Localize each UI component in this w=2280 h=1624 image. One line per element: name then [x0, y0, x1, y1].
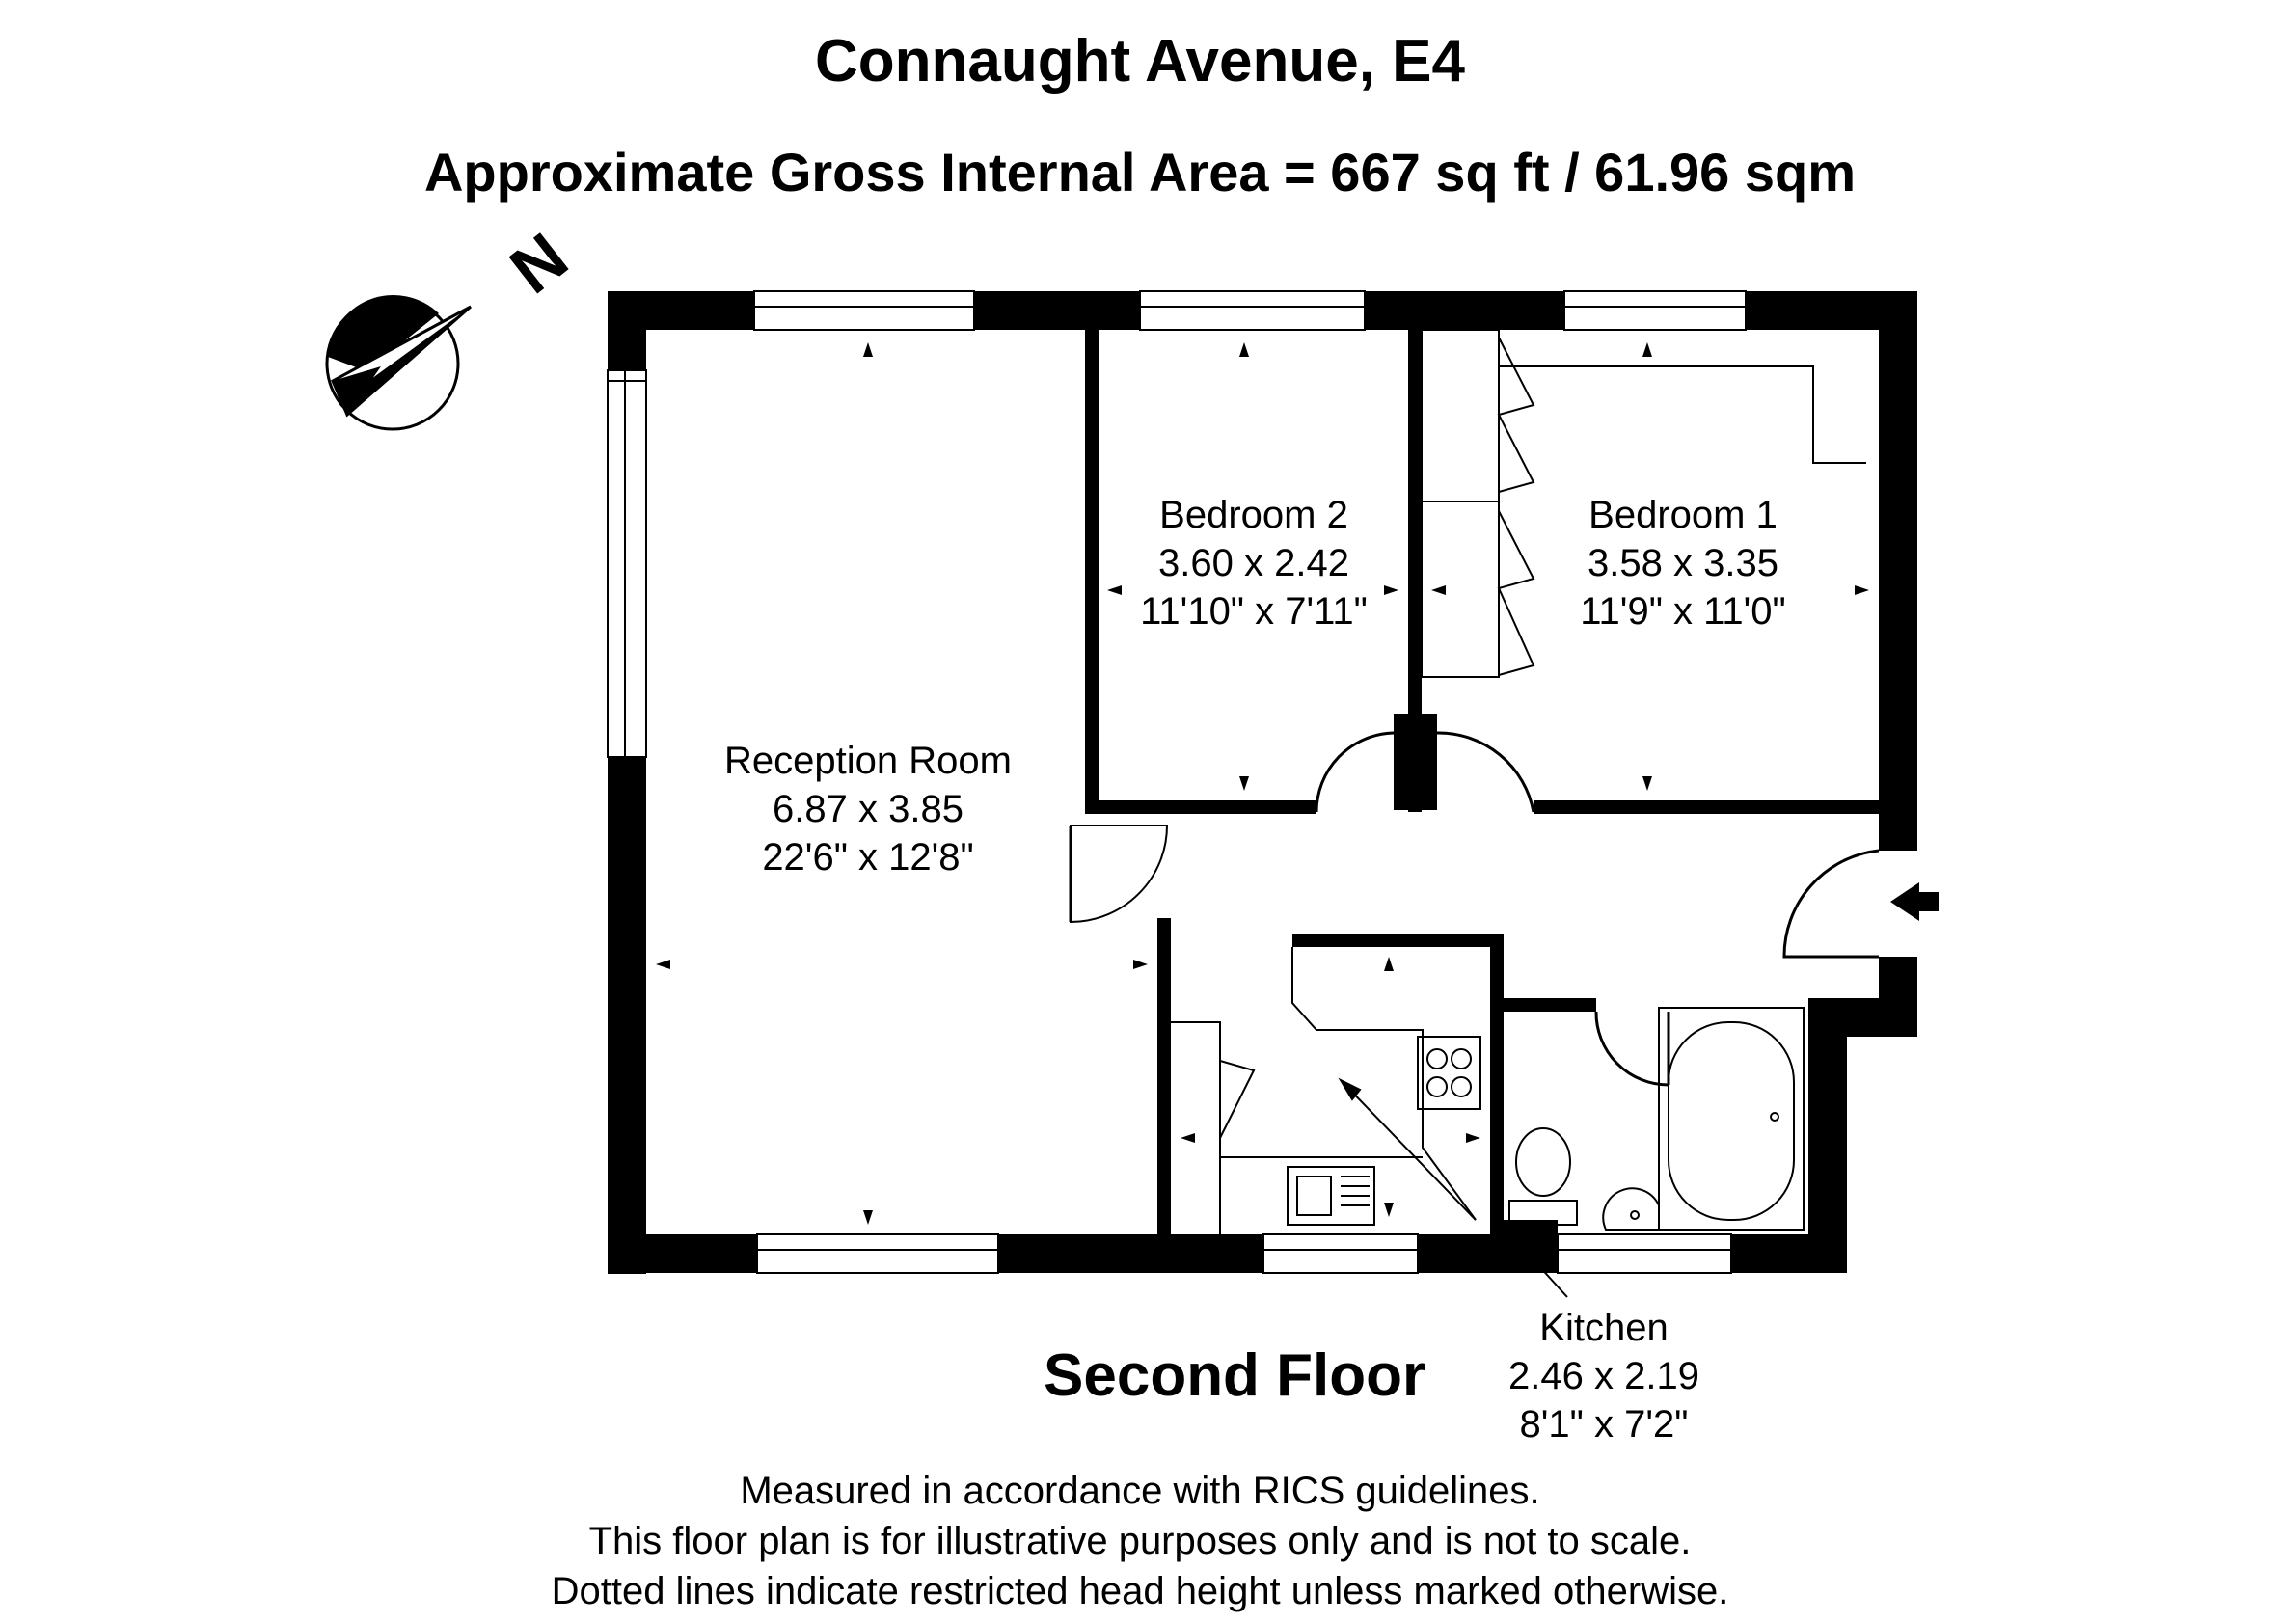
room-label-kitchen: Kitchen 2.46 x 2.19 8'1" x 7'2"	[1508, 1307, 1699, 1446]
windows	[607, 290, 1747, 1274]
bedroom1-name: Bedroom 1	[1588, 494, 1778, 536]
note-line: Dotted lines indicate restricted head he…	[551, 1570, 1729, 1612]
doors	[1069, 731, 1880, 1087]
dimension-markers	[656, 342, 1869, 1225]
floor-label: Second Floor	[1044, 1342, 1425, 1409]
room-label-bedroom1: Bedroom 1 3.58 x 3.35 11'9" x 11'0"	[1580, 494, 1785, 633]
reception-imperial: 22'6" x 12'8"	[762, 836, 973, 879]
bedroom2-name: Bedroom 2	[1159, 494, 1348, 536]
bedroom1-imperial: 11'9" x 11'0"	[1580, 590, 1785, 633]
reception-metric: 6.87 x 3.85	[773, 788, 964, 830]
address-title: Connaught Avenue, E4	[814, 28, 1465, 95]
disclaimer-notes: Measured in accordance with RICS guideli…	[0, 1466, 2280, 1616]
bathroom-fixtures	[1508, 1007, 1805, 1231]
room-label-bedroom2: Bedroom 2 3.60 x 2.42 11'10" x 7'11"	[1140, 494, 1368, 633]
reception-name: Reception Room	[724, 740, 1012, 782]
bedroom2-metric: 3.60 x 2.42	[1158, 542, 1349, 584]
area-subtitle: Approximate Gross Internal Area = 667 sq…	[423, 142, 1857, 203]
outer-walls	[608, 291, 1917, 1274]
wardrobe	[1421, 329, 1866, 678]
note-line: Measured in accordance with RICS guideli…	[740, 1470, 1540, 1512]
entrance-arrow-icon	[1890, 882, 1939, 921]
bedroom1-metric: 3.58 x 3.35	[1588, 542, 1778, 584]
kitchen-units	[1171, 947, 1568, 1298]
compass-north-label: N	[497, 219, 582, 309]
north-arrow-icon: N	[325, 219, 582, 431]
kitchen-name: Kitchen	[1539, 1307, 1668, 1349]
interior-walls	[1085, 330, 1879, 1234]
room-label-reception: Reception Room 6.87 x 3.85 22'6" x 12'8"	[724, 740, 1012, 879]
kitchen-metric: 2.46 x 2.19	[1508, 1355, 1699, 1397]
bedroom2-imperial: 11'10" x 7'11"	[1140, 590, 1368, 633]
kitchen-imperial: 8'1" x 7'2"	[1520, 1403, 1689, 1446]
note-line: This floor plan is for illustrative purp…	[588, 1520, 1692, 1562]
